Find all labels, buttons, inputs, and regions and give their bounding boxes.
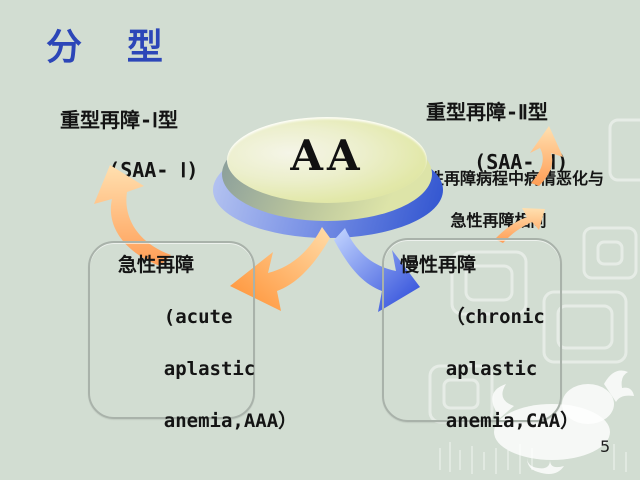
acute-box [88, 241, 255, 419]
label-saa1-line2: (SAA- Ⅰ) [108, 158, 199, 182]
chronic-line4: anemia,CAA） [445, 410, 580, 432]
aa-disk-top [227, 117, 427, 203]
acute-line4: anemia,AAA） [163, 410, 298, 432]
acute-box-text: 急性再障 (acute aplastic anemia,AAA） [118, 252, 297, 460]
chronic-line3: aplastic [445, 358, 538, 380]
page-number: 5 [600, 437, 611, 456]
aa-disk-label: AA [290, 131, 364, 180]
chronic-box [382, 238, 562, 422]
label-saa1-line1: 重型再障-Ⅰ型 [60, 108, 178, 132]
slide-title: 分 型 [46, 26, 180, 68]
label-saa2-line1: 重型再障-Ⅱ型 [426, 100, 548, 124]
note-line2: 急性再障相同 [450, 211, 547, 230]
acute-line1: 急性再障 [118, 254, 195, 276]
label-saa1: 重型再障-Ⅰ型 (SAA- Ⅰ) [60, 108, 198, 208]
acute-line2: (acute [163, 306, 233, 328]
chronic-box-text: 慢性再障 （chronic aplastic anemia,CAA） [400, 252, 579, 460]
chronic-line1: 慢性再障 [400, 254, 477, 276]
acute-line3: aplastic [163, 358, 256, 380]
chronic-line2: （chronic [445, 306, 545, 328]
